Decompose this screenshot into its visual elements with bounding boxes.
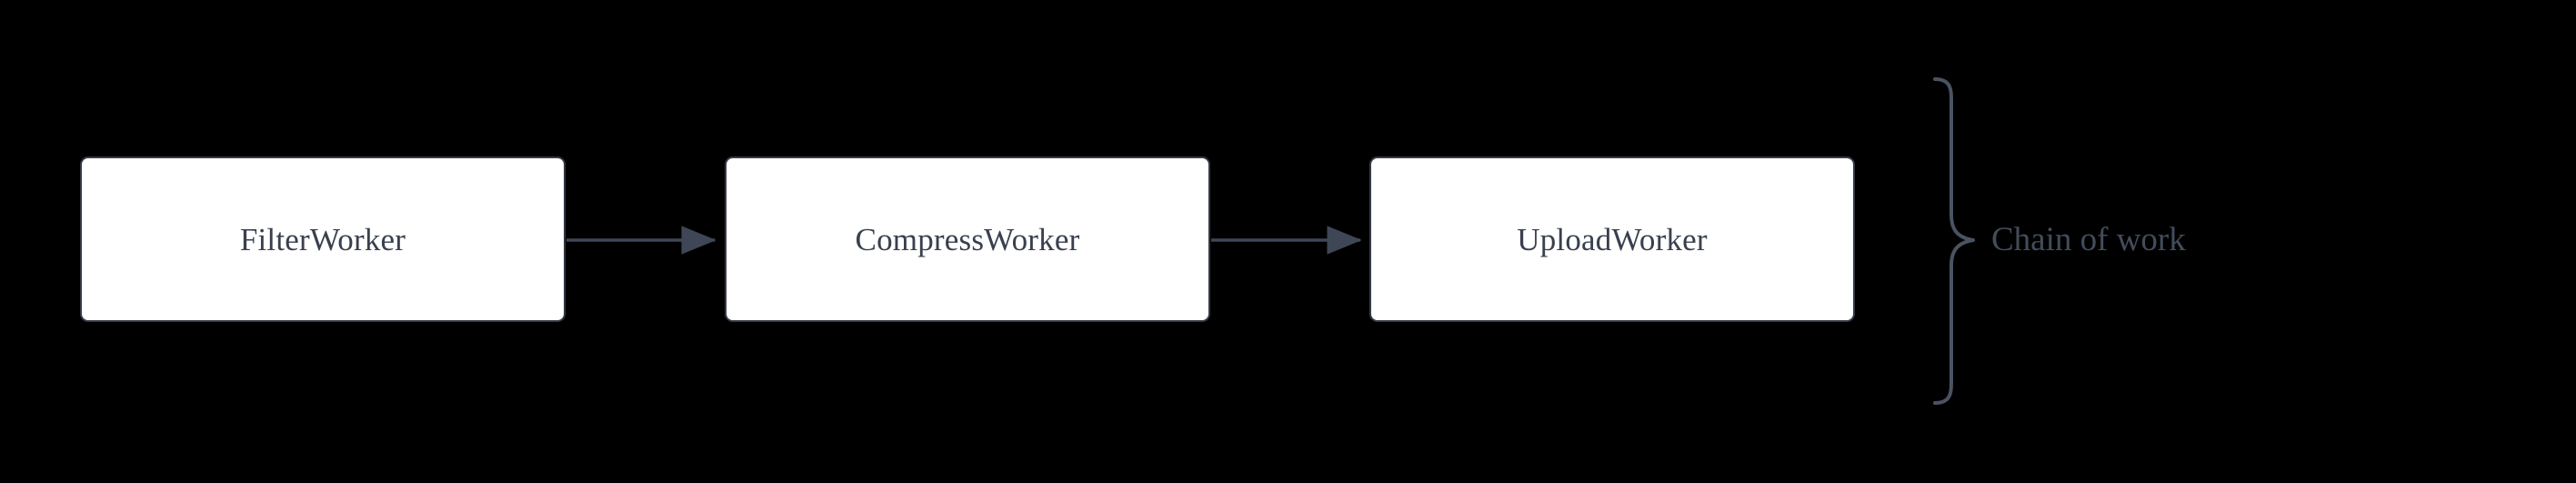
node-upload-worker-label: UploadWorker xyxy=(1517,221,1708,257)
group-annotation-label: Chain of work xyxy=(1991,221,2186,258)
group-brace-icon xyxy=(1933,77,1975,405)
node-compress-worker-label: CompressWorker xyxy=(855,221,1080,257)
node-upload-worker[interactable]: UploadWorker xyxy=(1369,156,1855,322)
node-compress-worker[interactable]: CompressWorker xyxy=(725,156,1210,322)
node-filter-worker[interactable]: FilterWorker xyxy=(80,156,566,322)
node-filter-worker-label: FilterWorker xyxy=(239,221,406,257)
